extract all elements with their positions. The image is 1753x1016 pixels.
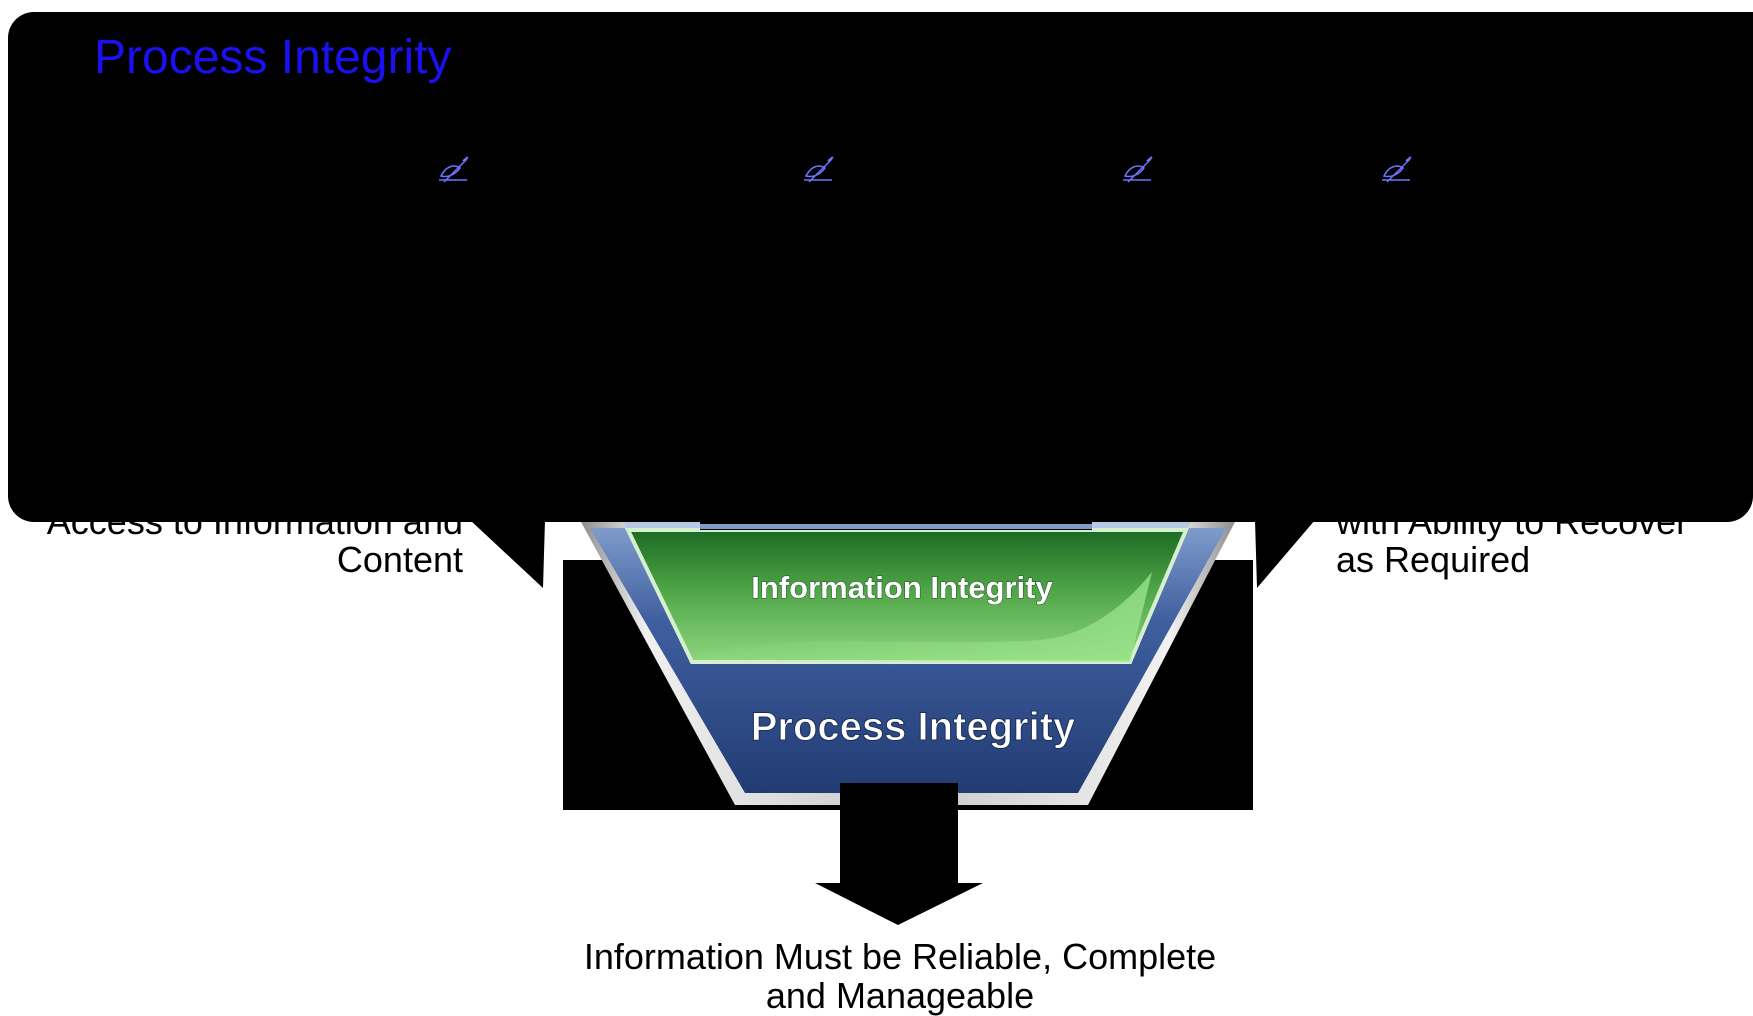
down-arrow-shape bbox=[815, 783, 983, 925]
pen-note-icon[interactable] bbox=[1379, 155, 1413, 185]
slide-title: Process Integrity bbox=[94, 31, 452, 84]
pen-note-icon[interactable] bbox=[436, 155, 470, 185]
right-arrow-shape bbox=[1255, 520, 1315, 588]
bottom-caption: Information Must be Reliable, Complete a… bbox=[583, 936, 1217, 1016]
information-integrity-label: Information Integrity bbox=[751, 570, 1053, 605]
funnel-top-notch-stroke bbox=[700, 524, 1092, 529]
pen-note-icon[interactable] bbox=[1120, 155, 1154, 185]
slide-header-panel bbox=[8, 12, 1753, 522]
information-layer-highlight bbox=[692, 572, 1152, 662]
left-arrow-shape bbox=[470, 520, 545, 588]
process-integrity-label: Process Integrity bbox=[751, 705, 1076, 749]
pen-note-icon[interactable] bbox=[801, 155, 835, 185]
